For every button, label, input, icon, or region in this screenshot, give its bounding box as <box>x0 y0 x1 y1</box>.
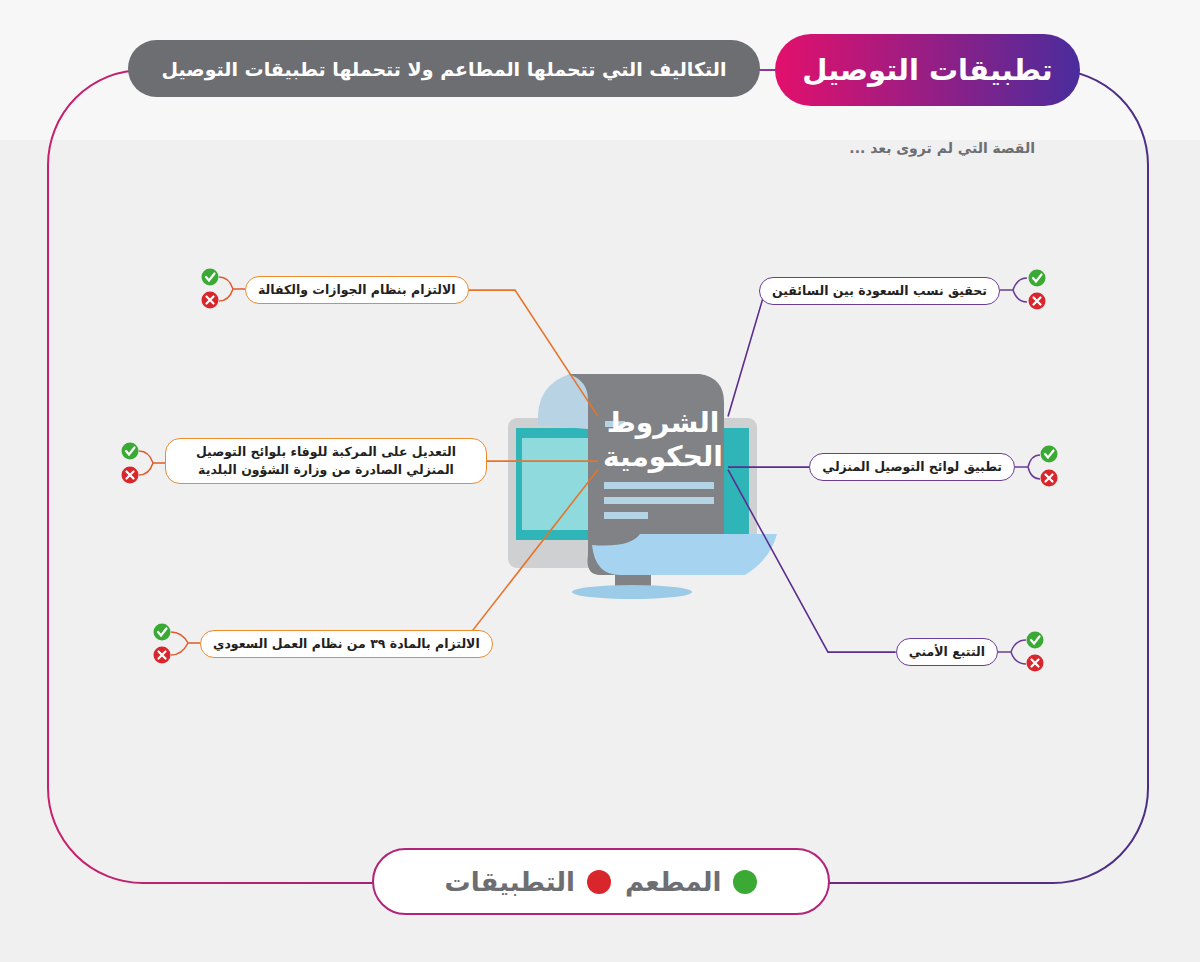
connector <box>728 466 809 468</box>
title-pill: تطبيقات التوصيل <box>775 34 1080 106</box>
connector <box>462 470 598 644</box>
title-text: تطبيقات التوصيل <box>802 53 1052 87</box>
branch-box: التعديل على المركبة للوفاء بلوائح التوصي… <box>165 438 487 484</box>
node-text: تحقيق نسب السعودة بين السائقين <box>772 282 987 300</box>
header-pill: التكاليف التي تتحملها المطاعم ولا تتحمله… <box>128 40 760 97</box>
legend-swatch <box>733 870 757 894</box>
connector <box>469 290 598 416</box>
node-text: الالتزام بنظام الجوازات والكفالة <box>258 281 456 299</box>
branch-box: الالتزام بنظام الجوازات والكفالة <box>245 276 469 304</box>
connector <box>728 291 765 416</box>
node-text: التتبع الأمني <box>909 643 985 661</box>
connector <box>487 460 598 462</box>
node-text: التكاليف التي تتحملها المطاعم ولا تتحمله… <box>162 58 727 80</box>
branch-box: الالتزام بالمادة ٣٩ من نظام العمل السعود… <box>200 630 493 658</box>
node-text: الالتزام بالمادة ٣٩ من نظام العمل السعود… <box>213 635 480 653</box>
legend-text: المطعم <box>625 867 722 897</box>
legend-item: المطعم <box>625 867 758 897</box>
subtitle-note: القصة التي لم تروى بعد ... <box>849 140 1035 156</box>
legend-item: التطبيقات <box>445 867 611 897</box>
center-title: الشروط الحكومية <box>598 406 728 473</box>
legend-text: التطبيقات <box>445 867 575 897</box>
connector <box>728 470 896 652</box>
branch-box: تحقيق نسب السعودة بين السائقين <box>759 277 1000 305</box>
node-text: التعديل على المركبة للوفاء بلوائح التوصي… <box>178 443 474 479</box>
node-text: الشروط الحكومية <box>598 406 728 473</box>
legend-swatch <box>587 870 611 894</box>
legend-pill: المطعم التطبيقات <box>372 848 830 915</box>
branch-box: تطبيق لوائح التوصيل المنزلي <box>809 453 1015 481</box>
branch-box: التتبع الأمني <box>896 638 998 666</box>
node-text: تطبيق لوائح التوصيل المنزلي <box>822 458 1002 476</box>
